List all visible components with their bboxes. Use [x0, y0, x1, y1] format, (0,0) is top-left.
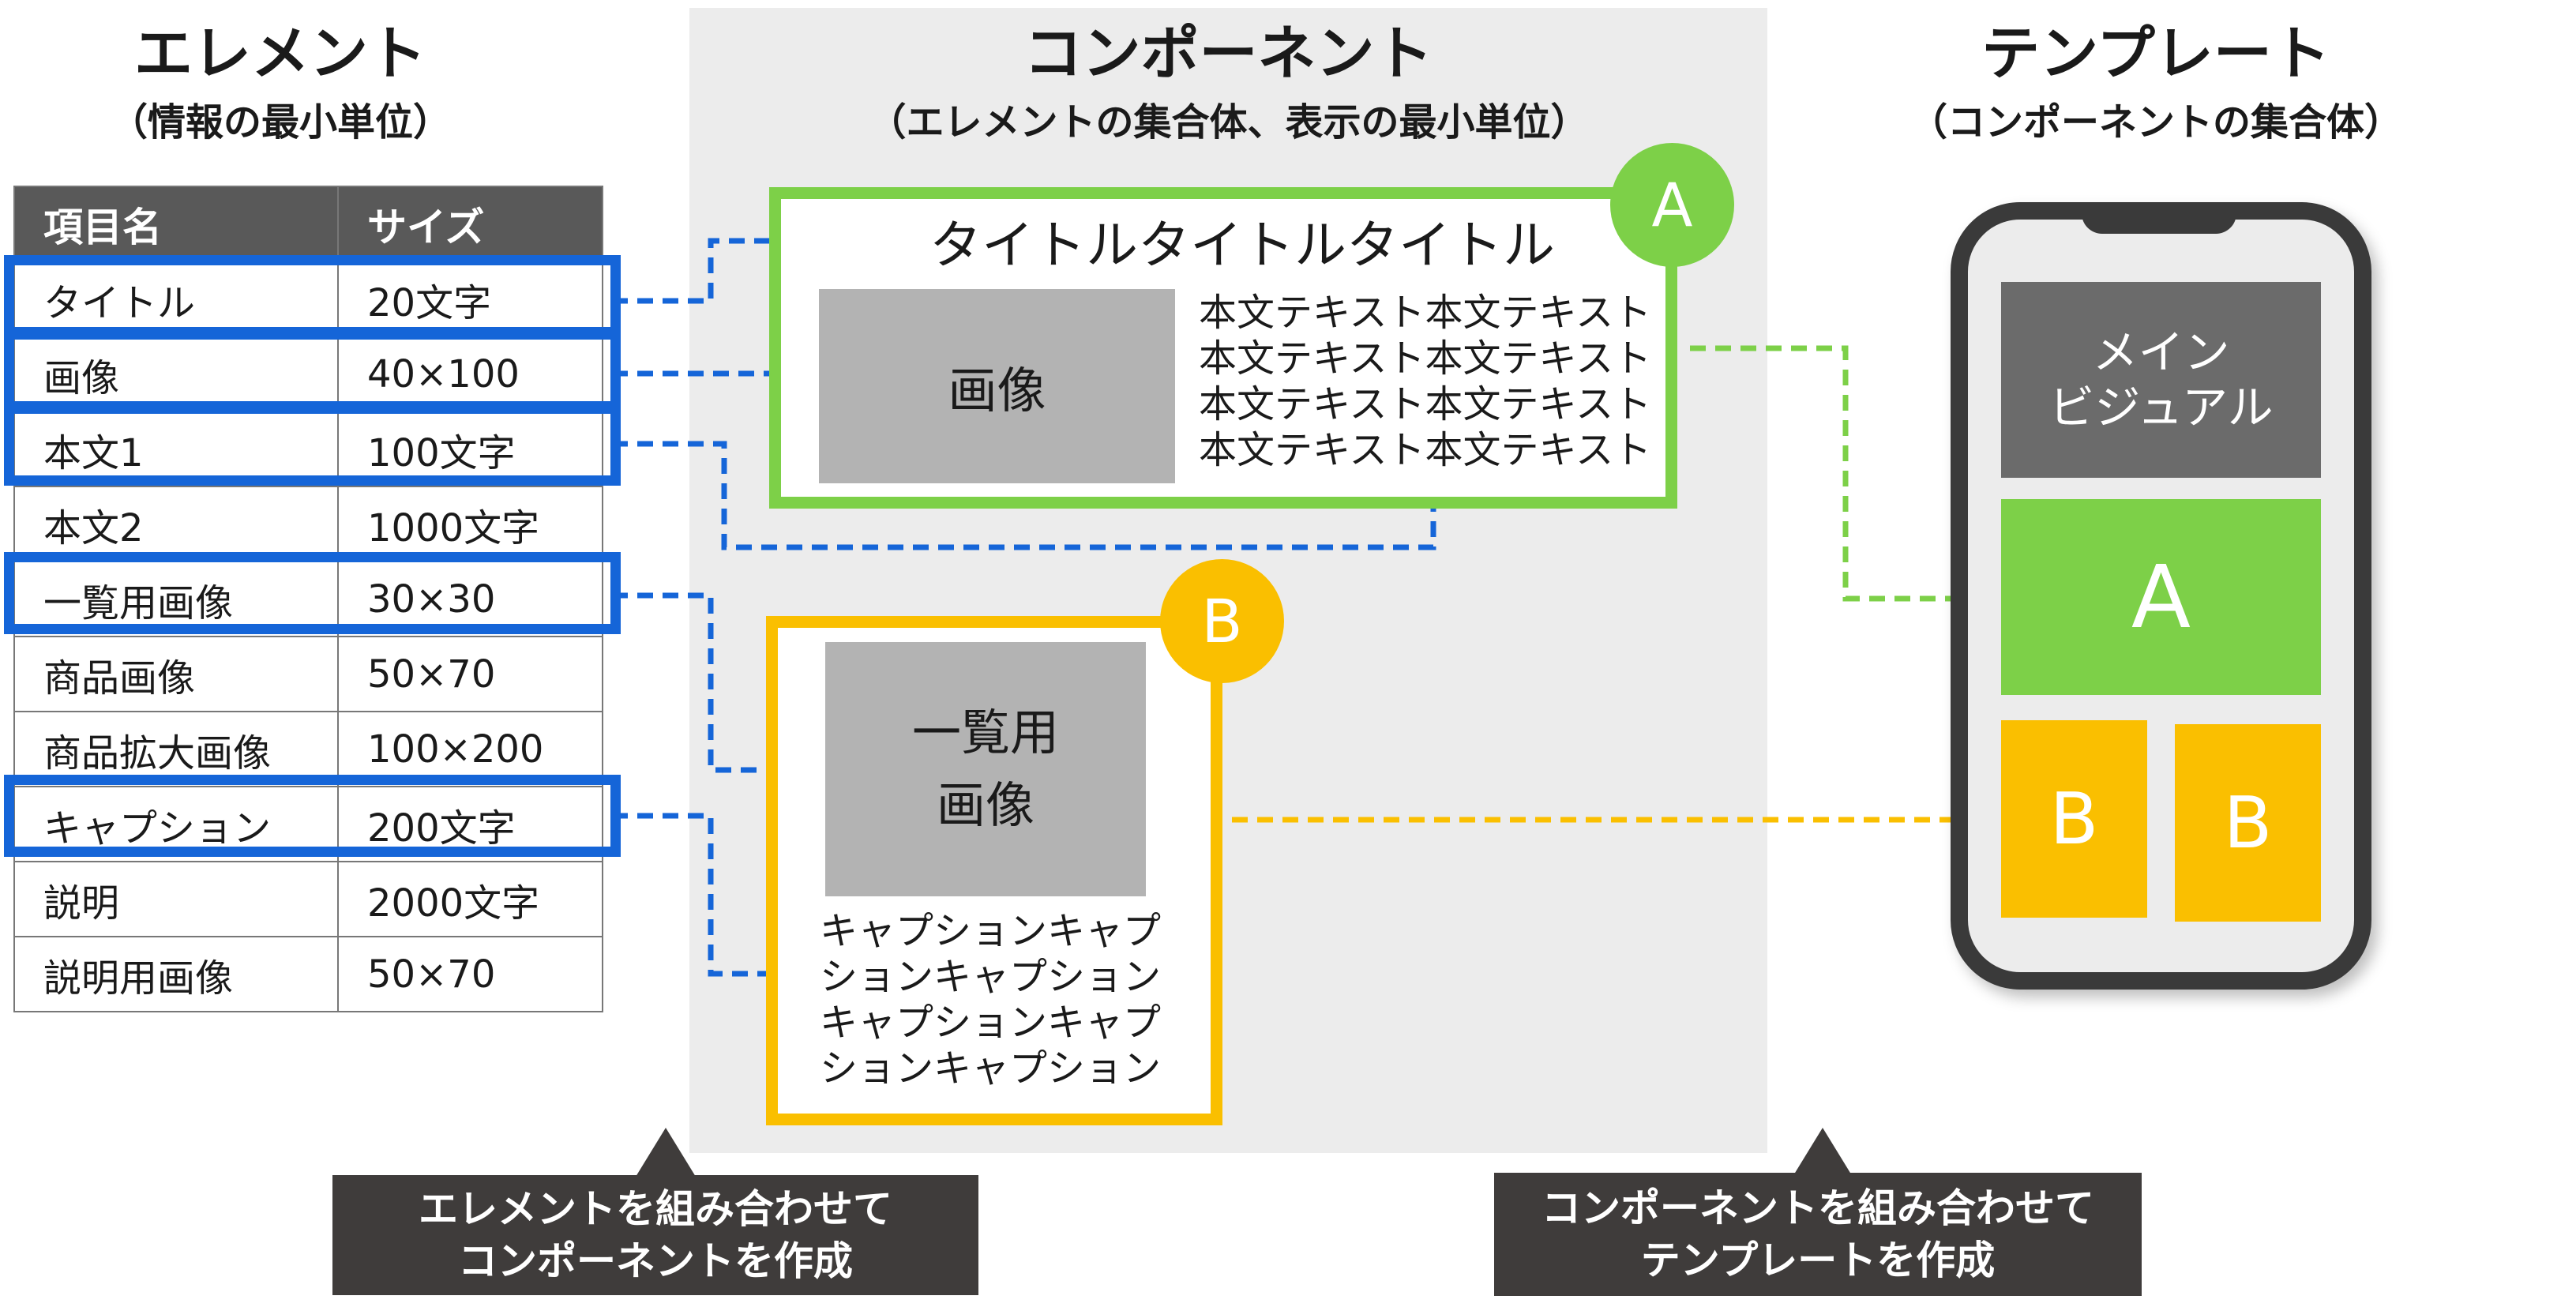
- item-name: タイトル: [13, 261, 339, 337]
- item-size: 100文字: [337, 411, 603, 487]
- arrow-body: [612, 441, 1438, 550]
- item-size: 2000文字: [337, 861, 603, 937]
- component-b-caption: キャプションキャプ ションキャプション キャプションキャプ ションキャプション: [820, 909, 1162, 1091]
- table-header-row: 項目名 サイズ: [13, 186, 603, 262]
- template-subheading: （コンポーネントの集合体）: [1909, 100, 2402, 145]
- callout-right: コンポーネントを組み合わせて テンプレートを作成: [1494, 1173, 2142, 1296]
- header-size: サイズ: [337, 186, 603, 262]
- badge-b: B: [1160, 559, 1284, 683]
- item-size: 100×200: [337, 711, 603, 787]
- component-a-body: 本文テキスト本文テキスト 本文テキスト本文テキスト 本文テキスト本文テキスト 本…: [1199, 291, 1652, 472]
- highlight-list-image-row: [4, 552, 621, 634]
- callout-left-pointer: [636, 1128, 696, 1177]
- callout-left: エレメントを組み合わせて コンポーネントを作成: [332, 1175, 978, 1295]
- template-heading: テンプレート: [1981, 20, 2330, 88]
- header-item-name: 項目名: [13, 186, 339, 262]
- phone-notch: [2082, 202, 2236, 234]
- component-b-image: 一覧用 画像: [825, 642, 1146, 896]
- element-heading: エレメント: [134, 20, 426, 88]
- item-size: 50×70: [337, 936, 603, 1012]
- component-heading: コンポーネント: [1023, 20, 1433, 88]
- template-block-a: A: [2001, 499, 2321, 695]
- item-size: 1000文字: [337, 486, 603, 562]
- component-a-image: 画像: [819, 289, 1175, 483]
- item-size: 50×70: [337, 636, 603, 712]
- template-block-b2: B: [2175, 724, 2321, 922]
- component-subheading: （エレメントの集合体、表示の最小単位）: [868, 100, 1589, 145]
- arrow-component-a: [1690, 345, 2003, 603]
- badge-a: A: [1610, 143, 1734, 267]
- item-name: 画像: [13, 336, 339, 412]
- arrow-caption: [612, 813, 817, 978]
- template-block-b1: B: [2001, 720, 2147, 918]
- item-name: 説明用画像: [13, 936, 339, 1012]
- template-main-visual: メイン ビジュアル: [2001, 282, 2321, 478]
- item-name: 商品拡大画像: [13, 711, 339, 787]
- item-name: 本文2: [13, 486, 339, 562]
- element-subheading: （情報の最小単位）: [109, 100, 451, 145]
- item-name: 商品画像: [13, 636, 339, 712]
- component-a-title: タイトルタイトルタイトル: [929, 215, 1555, 276]
- item-name: 説明: [13, 861, 339, 937]
- callout-right-pointer: [1793, 1128, 1853, 1177]
- item-size: 40×100: [337, 336, 603, 412]
- highlight-body1-row: [4, 404, 621, 486]
- item-size: 20文字: [337, 261, 603, 337]
